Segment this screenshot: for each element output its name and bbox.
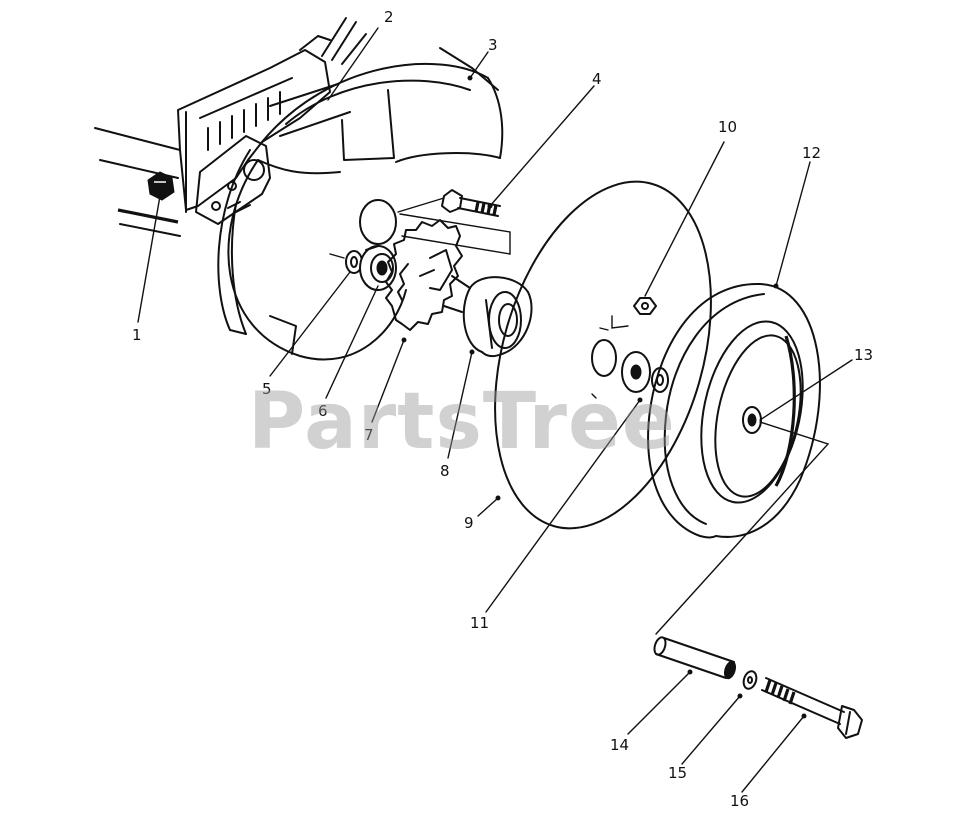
callout-10: 10 xyxy=(718,118,737,136)
callout-3: 3 xyxy=(488,36,498,54)
callout-labels: 1 2 3 4 5 6 7 8 9 10 11 12 13 14 15 16 xyxy=(132,8,873,810)
leader-4 xyxy=(489,85,595,207)
callout-15: 15 xyxy=(668,764,687,782)
leader-14 xyxy=(627,671,691,735)
callout-9: 9 xyxy=(464,514,474,532)
part-10-nut xyxy=(599,297,657,331)
part-4-bolt xyxy=(397,189,511,255)
callout-4: 4 xyxy=(592,70,602,88)
leader-8 xyxy=(447,351,473,459)
part-1-nut xyxy=(147,171,175,201)
part-12-wheel xyxy=(647,282,830,635)
part-14-spacer xyxy=(653,636,737,680)
leader-1 xyxy=(137,195,161,323)
leader-2 xyxy=(327,27,379,101)
leader-5 xyxy=(269,271,351,377)
leader-10 xyxy=(644,141,725,297)
callout-8: 8 xyxy=(440,462,450,480)
callout-2: 2 xyxy=(384,8,394,26)
leader-11 xyxy=(485,399,641,613)
leader-9 xyxy=(477,497,499,517)
callout-6: 6 xyxy=(318,402,328,420)
callout-11: 11 xyxy=(470,614,489,632)
part-9-ring xyxy=(494,180,712,530)
leader-lines xyxy=(137,27,853,793)
callout-16: 16 xyxy=(730,792,749,810)
leader-6 xyxy=(325,285,379,399)
callout-7: 7 xyxy=(364,426,374,444)
leader-15 xyxy=(681,695,741,765)
callout-13: 13 xyxy=(854,346,873,364)
part-11-bearing xyxy=(591,339,669,399)
callout-1: 1 xyxy=(132,326,142,344)
part-3-wheel-shield xyxy=(217,47,504,361)
part-15-washer xyxy=(742,670,758,690)
watermark-text: PartsTree xyxy=(248,377,676,467)
leader-13 xyxy=(759,359,853,421)
leader-3 xyxy=(469,51,489,79)
leader-12 xyxy=(775,161,811,287)
part-8-hub xyxy=(443,275,533,358)
part-16-bolt xyxy=(761,677,863,739)
leader-16 xyxy=(741,715,805,793)
mower-frame xyxy=(94,17,367,237)
callout-14: 14 xyxy=(610,736,629,754)
leader-7 xyxy=(371,339,405,423)
callout-5: 5 xyxy=(262,380,272,398)
part-5-washer xyxy=(329,250,363,274)
part-7-gear xyxy=(385,219,463,331)
callout-12: 12 xyxy=(802,144,821,162)
